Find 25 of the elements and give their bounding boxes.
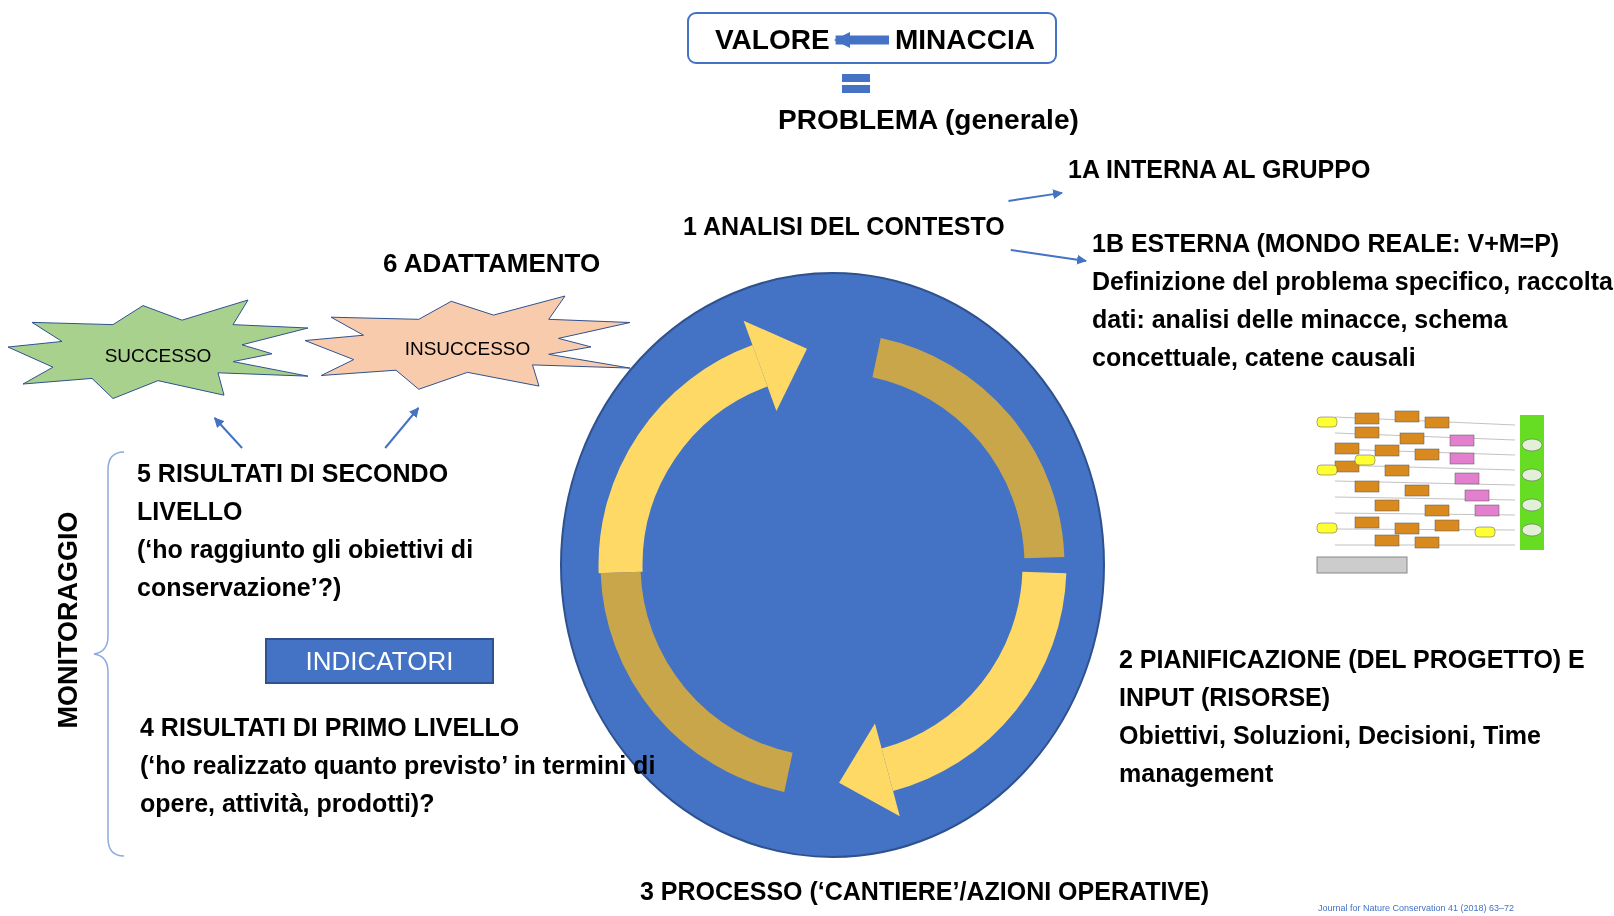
outcome-label: SUCCESSO bbox=[104, 345, 212, 367]
source-citation: Journal for Nature Conservation 41 (2018) 63–72 bbox=[1318, 903, 1515, 913]
body-text: Obiettivi, Soluzioni, Decisioni, Time management bbox=[1119, 720, 1542, 789]
problem-text: PROBLEMA (generale) bbox=[778, 104, 1079, 136]
step-title: 4 RISULTATI DI PRIMO LIVELLO bbox=[140, 712, 521, 743]
arrow bbox=[1007, 189, 1063, 202]
arrow bbox=[384, 407, 420, 449]
step-title: 1 ANALISI DEL CONTESTO bbox=[683, 207, 1005, 245]
step-title: 2 PIANIFICAZIONE (DEL PROGETTO) E INPUT (RISORSE) bbox=[1119, 644, 1586, 713]
body-text: (‘ho raggiunto gli obiettivi di conservazione’?) bbox=[137, 534, 475, 603]
adaptation-title: 6 ADATTAMENTO bbox=[383, 248, 601, 279]
monitoring-title: MONITORAGGIO bbox=[52, 511, 84, 729]
outcome-label: INSUCCESSO bbox=[404, 338, 531, 360]
indicator-label: INDICATORI bbox=[265, 638, 494, 684]
threat-text: MINACCIA bbox=[895, 21, 1035, 59]
step-title: 3 PROCESSO (‘CANTIERE’/AZIONI OPERATIVE) bbox=[640, 872, 1210, 910]
body-text: (‘ho realizzato quanto previsto’ in termini di opere, attività, prodotti)? bbox=[140, 750, 657, 819]
arrow bbox=[213, 417, 244, 449]
step-title: 1B ESTERNA (MONDO REALE: V+M=P) bbox=[1092, 228, 1561, 259]
value-text: VALORE bbox=[715, 21, 830, 59]
step-title: 5 RISULTATI DI SECONDO LIVELLO bbox=[137, 458, 450, 527]
step-title: 1A INTERNA AL GRUPPO bbox=[1068, 150, 1371, 188]
frame-box bbox=[687, 12, 1057, 64]
arrow bbox=[1009, 249, 1087, 265]
body-text: Definizione del problema specifico, raccolta dati: analisi delle minacce, schema concettuale, catene causali bbox=[1092, 266, 1614, 373]
